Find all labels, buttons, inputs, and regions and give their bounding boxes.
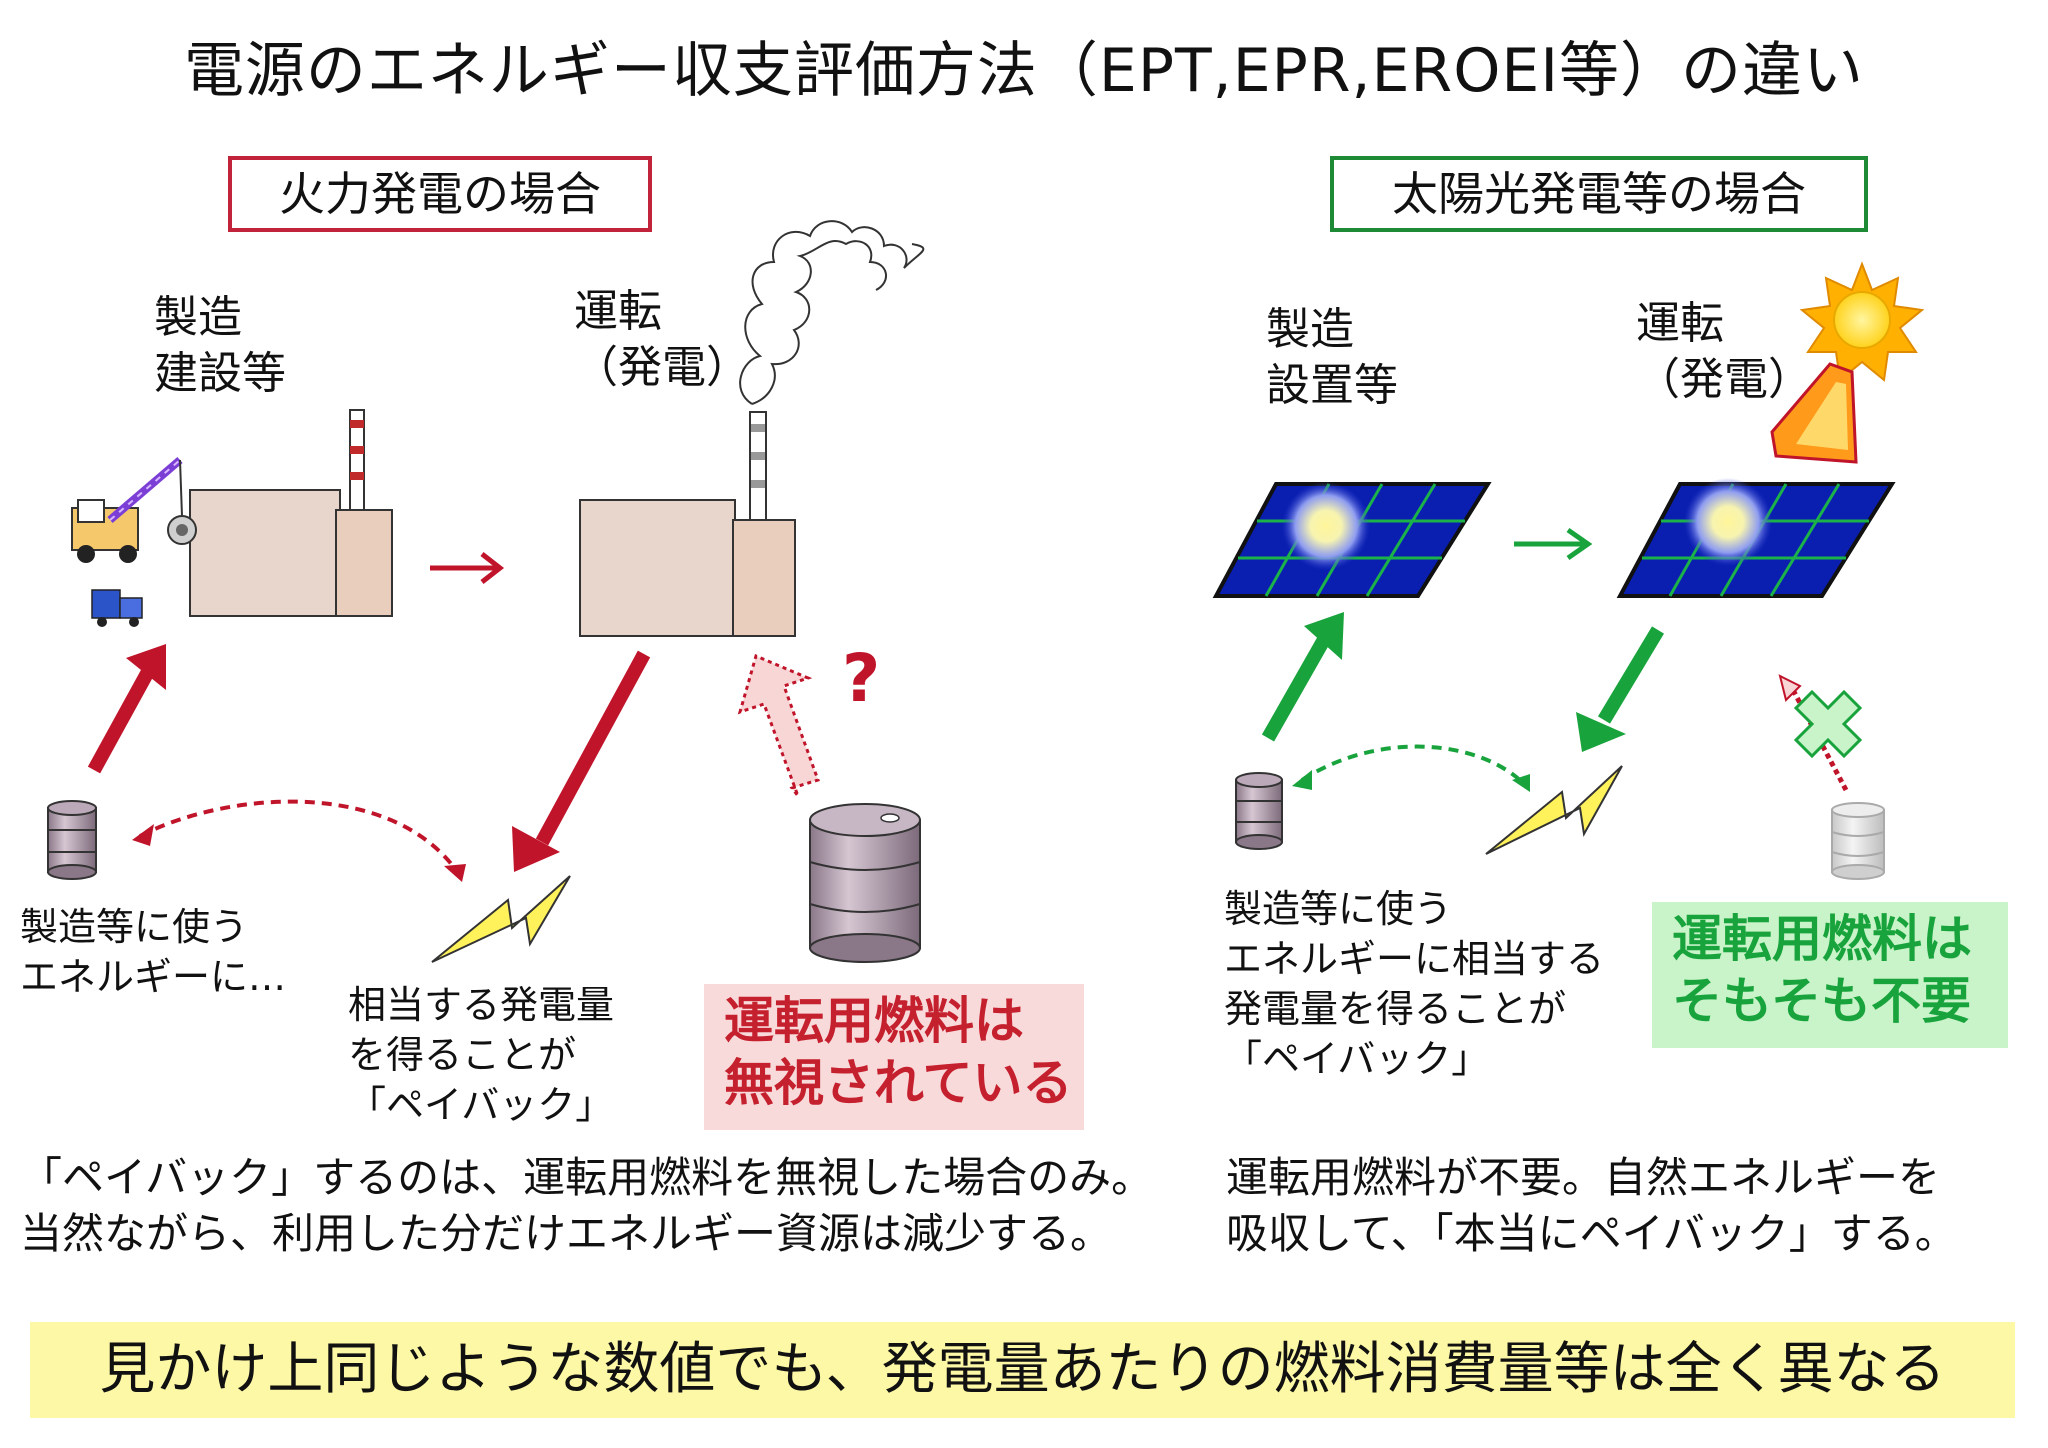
page-title: 電源のエネルギー収支評価方法（EPT,EPR,EROEI等）の違い [183,36,1865,106]
dashed-curve-arrow [1292,744,1530,792]
footer-banner [30,1322,2015,1418]
energy-use-label: 製造等に使う エネルギーに… [20,905,287,999]
operation-label: 運転 （発電） [1636,298,1812,405]
solar-panel-icon [1616,478,1896,598]
fuel-ignored-label: 運転用燃料は 無視されている [724,992,1073,1112]
oil-drum-icon [1831,802,1885,880]
case-label-solar: 太陽光発電等の場合 [1330,156,1868,232]
oil-drum-icon [47,800,97,880]
operation-label: 運転 （発電） [574,286,750,393]
factory-icon [189,409,393,617]
fuel-unneeded-box [1652,902,2008,1048]
right-caption: 運転用燃料が不要。自然エネルギーを 吸収して、「本当にペイバック」する。 [1226,1153,1957,1258]
question-mark: ? [842,640,881,717]
crane-icon [71,456,197,563]
factory-icon [579,411,796,637]
payback-label: 製造等に使う エネルギーに相当する 発電量を得ることが 「ペイバック」 [1224,887,1605,1081]
case-label-thermal: 火力発電の場合 [228,156,652,232]
lightning-icon [431,875,571,963]
manufacture-label: 製造 設置等 [1266,304,1398,411]
payback-label: 相当する発電量 を得ることが 「ペイバック」 [348,983,615,1127]
smoke-icon [739,220,925,405]
footer-text: 見かけ上同じような数値でも、発電量あたりの燃料消費量等は全く異なる [99,1337,1946,1402]
lightning-icon [1485,765,1623,855]
arrow-up-icon [1261,612,1344,742]
arrow-down-icon [512,650,651,872]
arrow-up-icon [87,644,166,774]
sunbeam-icon [1770,362,1858,464]
truck-icon [91,589,143,627]
left-caption: 「ペイバック」するのは、運転用燃料を無視した場合のみ。 当然ながら、利用した分だ… [20,1153,1154,1258]
sun-icon [1799,261,1925,382]
flow-arrow-left [430,552,505,584]
fuel-unneeded-label: 運転用燃料は そもそも不要 [1672,910,1972,1030]
dashed-curve-arrow [132,799,466,882]
arrow-down-icon [1576,626,1665,752]
oil-drum-icon [1235,772,1283,850]
solar-panel-icon [1212,482,1492,598]
cross-mark-icon [1793,689,1863,759]
dotted-arrow-icon [737,653,820,797]
flow-arrow-right [1514,527,1593,561]
oil-drum-icon [809,803,921,963]
manufacture-label: 製造 建設等 [154,292,286,399]
fuel-ignored-box [704,984,1084,1130]
